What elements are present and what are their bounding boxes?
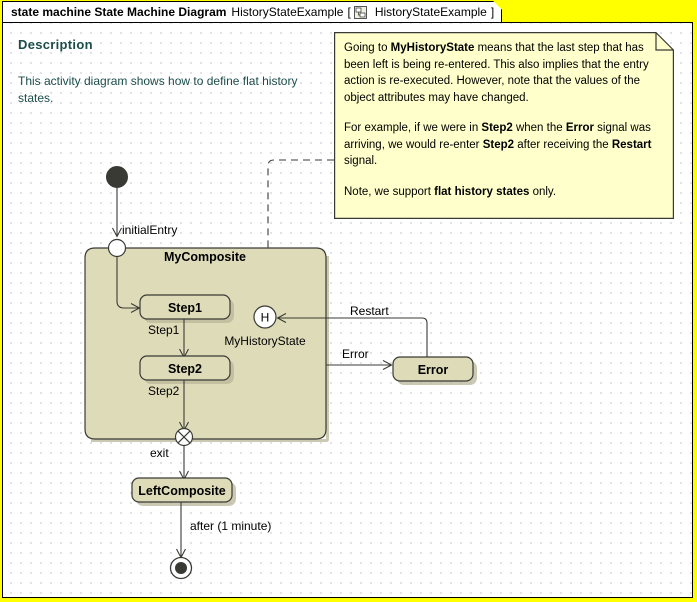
state-error-label: Error [418,363,449,377]
label-transition-after: after (1 minute) [190,519,271,533]
label-transition-restart: Restart [350,304,389,318]
note-p3-bold-flat-history-states: flat history states [434,185,530,198]
note-paragraph-1: Going to MyHistoryState means that the l… [344,40,662,106]
frame-title-tab[interactable]: state machine State Machine Diagram Hist… [2,1,502,22]
note-p2-pre: For example, if we were in [344,122,482,134]
note-p2-bold-step2a: Step2 [481,122,513,134]
frame-top-border [2,22,693,23]
description-title: Description [18,37,93,52]
label-transition-exit: exit [150,446,169,460]
label-transition-step2: Step2 [148,384,180,398]
note-box[interactable]: Going to MyHistoryState means that the l… [334,32,674,219]
note-shape [334,32,674,219]
note-p2-mid3: after receiving the [514,138,612,151]
note-p2-post: signal. [344,155,378,167]
note-p1-pre: Going to [344,42,391,54]
frame-bracket-open: [ [347,5,351,19]
note-p2-mid2: signal was arriving, we would re-enter [344,122,651,151]
note-p2-bold-step2b: Step2 [482,138,515,151]
note-paragraph-3: Note, we support flat history states onl… [344,184,662,201]
note-paragraph-2: For example, if we were in Step2 when th… [344,120,662,170]
label-initial-entry: initialEntry [122,223,177,237]
note-p1-post: means that the last step that has been l… [344,42,649,104]
label-transition-step1: Step1 [148,323,180,337]
frame-name: HistoryStateExample [231,5,344,19]
note-p2-bold-restart: Restart [611,138,652,151]
history-state-glyph: H [261,311,270,325]
note-p1-bold-myhistorystate: MyHistoryState [390,42,475,54]
state-leftcomposite-label: LeftComposite [138,484,226,498]
frame-tag-name: HistoryStateExample [374,5,487,19]
state-step2-label: Step2 [168,362,202,376]
note-p2-bold-error: Error [565,122,594,134]
note-p2-mid1: when the [512,122,566,134]
note-p3-pre: Note, we support [344,185,435,198]
description-body: This activity diagram shows how to defin… [18,74,298,105]
state-machine-diagram-icon [354,6,367,19]
composite-state-title: MyComposite [164,250,246,264]
history-state-label: MyHistoryState [224,334,306,348]
note-p3-post: only. [529,185,557,198]
state-step1-label: Step1 [168,301,202,315]
note-text: Going to MyHistoryState means that the l… [344,40,662,200]
frame-keyword: state machine State Machine Diagram [11,5,227,19]
frame-bracket-close: ] [490,5,495,19]
label-transition-error: Error [342,347,369,361]
